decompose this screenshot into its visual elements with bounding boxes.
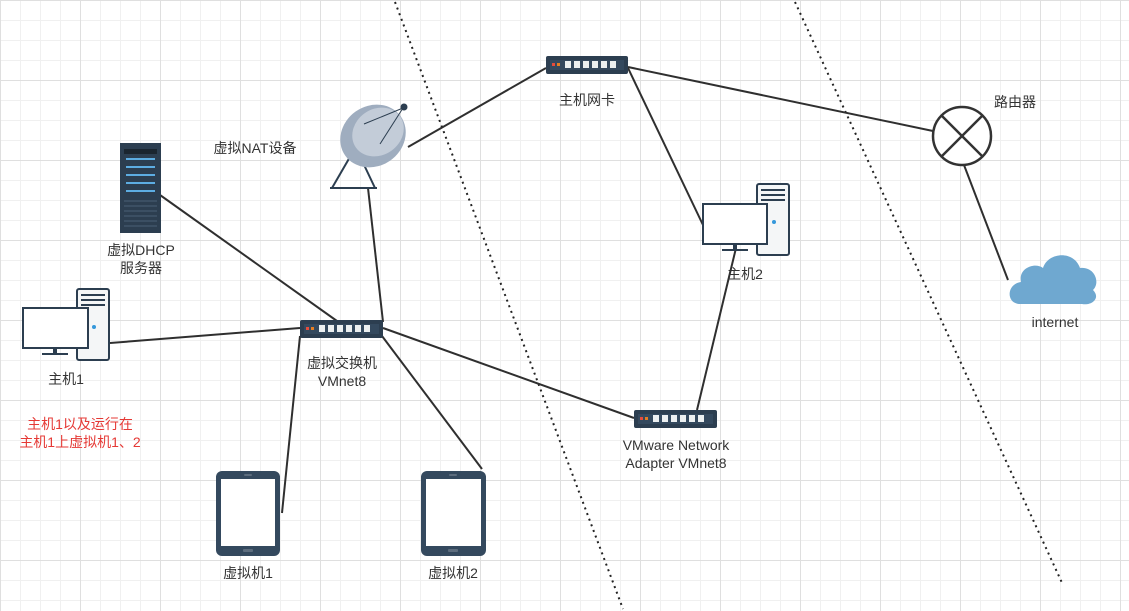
network-adapter-icon <box>634 410 717 428</box>
virtual-switch-label-line2: VMnet8 <box>318 373 366 389</box>
link-switch-adapter <box>382 327 635 419</box>
virtual-switch-icon <box>300 320 383 338</box>
adapter-label-line1: VMware Network <box>623 437 731 453</box>
boundary-line-left <box>394 1 624 610</box>
workstation-icon-host1 <box>22 288 110 361</box>
connections <box>109 66 1009 514</box>
link-hostnic-host2 <box>627 67 704 226</box>
link-dhcp-switch <box>159 194 345 327</box>
host-nic-label: 主机网卡 <box>559 92 615 108</box>
satellite-dish-icon <box>330 103 408 189</box>
link-switch-vm2 <box>381 335 483 470</box>
tablet-icon-vm2 <box>421 471 486 556</box>
host-nic-switch-icon <box>546 56 628 74</box>
link-router-internet <box>963 164 1009 281</box>
tablet-icon-vm1 <box>216 471 280 556</box>
dhcp-server-label-line2: 服务器 <box>120 260 162 276</box>
router-icon <box>931 105 993 167</box>
host1-label: 主机1 <box>48 371 84 387</box>
link-host1-switch <box>109 327 301 344</box>
link-hostnic-router <box>627 66 934 132</box>
link-adapter-host2 <box>696 247 737 411</box>
link-nat-switch <box>367 187 384 323</box>
internet-label: internet <box>1032 314 1079 330</box>
workstation-icon-host2 <box>702 183 790 256</box>
link-nat-hostnic <box>407 67 547 148</box>
dhcp-server-label-line1: 虚拟DHCP <box>107 242 175 258</box>
cloud-icon <box>1009 255 1097 305</box>
note-label-line1: 主机1以及运行在 <box>27 416 133 432</box>
nat-device-label: 虚拟NAT设备 <box>214 140 297 156</box>
virtual-switch-label-line1: 虚拟交换机 <box>307 355 377 371</box>
host2-label: 主机2 <box>727 266 763 282</box>
adapter-label-line2: Adapter VMnet8 <box>625 455 726 471</box>
router-label: 路由器 <box>994 94 1036 110</box>
vm1-label: 虚拟机1 <box>223 565 273 581</box>
vm2-label: 虚拟机2 <box>428 565 478 581</box>
note-label-line2: 主机1上虚拟机1、2 <box>19 434 141 450</box>
server-icon <box>120 143 161 233</box>
link-switch-vm1 <box>281 335 301 514</box>
boundary-line-right <box>794 1 1064 586</box>
